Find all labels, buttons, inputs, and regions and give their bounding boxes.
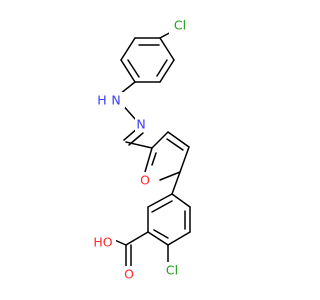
atom-label-layer: Cl H N N O HO O Cl: [90, 16, 191, 282]
bond: [151, 200, 173, 213]
bond: [120, 37, 136, 61]
bond: [156, 59, 168, 77]
nitrogen-atom-label: N: [111, 93, 120, 108]
bond: [127, 59, 140, 78]
hydroxyl-label: HO: [93, 235, 112, 250]
bond: [125, 141, 153, 149]
bond: [151, 152, 157, 166]
molecule-structure: Cl H N N O HO O Cl: [90, 16, 191, 282]
bond: [159, 171, 181, 181]
bond: [153, 229, 169, 239]
bond: [144, 147, 153, 173]
bond: [166, 138, 184, 151]
bond: [151, 131, 169, 149]
chlorine-atom-label: Cl: [174, 18, 186, 33]
chlorine-atom-label: Cl: [166, 263, 178, 278]
bond: [171, 171, 181, 195]
oxygen-atom-label: O: [140, 173, 150, 188]
bond-layer: [109, 29, 191, 269]
hydrogen-atom-label: H: [97, 93, 106, 108]
bond: [147, 193, 173, 208]
bond: [167, 131, 190, 148]
bond: [120, 59, 136, 83]
bond: [159, 37, 175, 61]
bond: [179, 146, 190, 173]
oxygen-atom-label: O: [124, 267, 134, 282]
bond: [159, 59, 175, 83]
bond: [171, 193, 191, 208]
nitrogen-atom-label: N: [136, 117, 145, 132]
bond: [125, 231, 149, 246]
bond: [147, 231, 169, 246]
bond: [167, 231, 191, 246]
